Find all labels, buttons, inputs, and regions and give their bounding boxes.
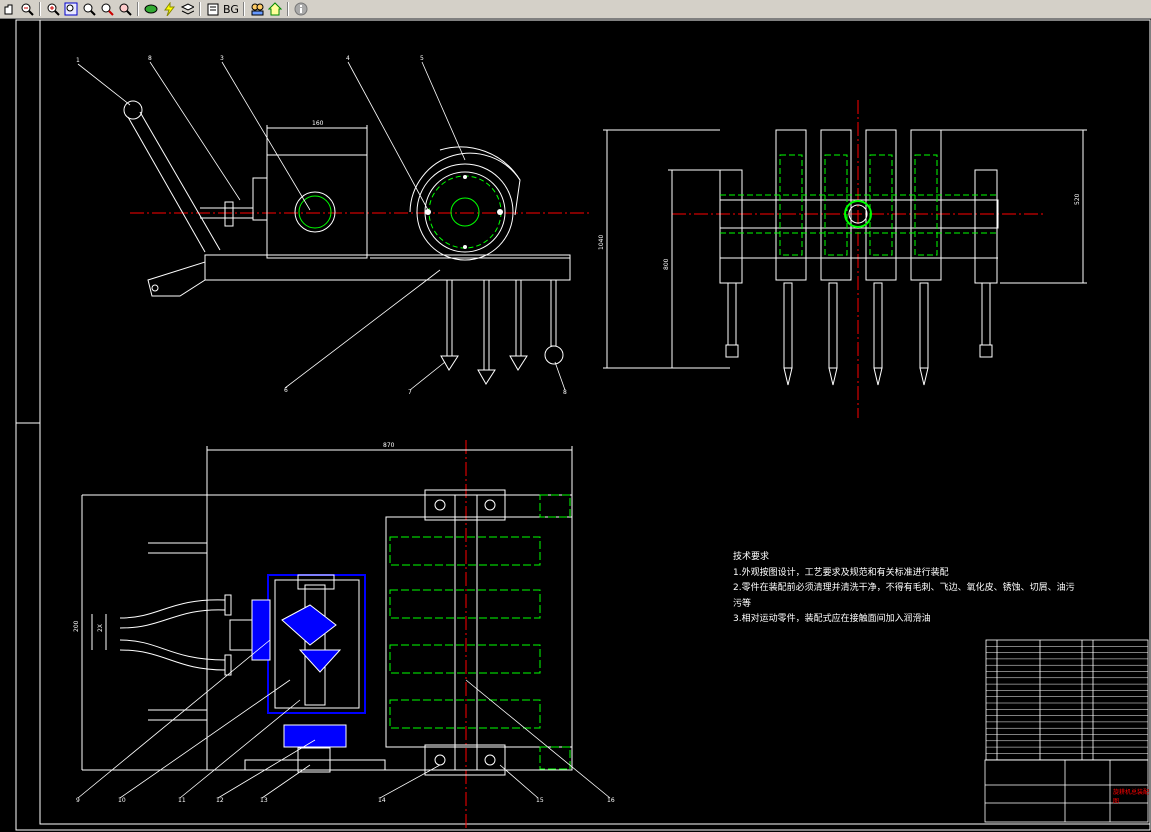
users-button[interactable] — [249, 1, 265, 17]
dim-front-inner: 800 — [663, 258, 670, 270]
notes-line-4: 3.相对运动零件，装配式应在接触面间加入润滑油 — [733, 614, 931, 624]
regen-icon — [144, 4, 158, 14]
callout-1: 1 — [76, 57, 80, 64]
callout-3: 3 — [220, 55, 224, 62]
home-icon — [268, 2, 282, 16]
callout-16: 16 — [607, 797, 615, 804]
toolbar-separator — [199, 2, 201, 16]
zoom-in-icon — [47, 3, 60, 16]
zoom-extents-button[interactable] — [117, 1, 133, 17]
callout-6: 6 — [284, 387, 288, 394]
dim-plan-left-inner: 2X — [97, 624, 104, 632]
callout-14: 14 — [378, 797, 386, 804]
zoom-window-icon — [64, 2, 78, 16]
lightning-icon — [164, 2, 176, 16]
technical-notes: 技术要求 1.外观按图设计，工艺要求及规范和有关标准进行装配 2.零件在装配前必… — [733, 550, 1075, 628]
toolbar-separator — [137, 2, 139, 16]
dim-front-right: 520 — [1074, 193, 1081, 205]
dim-plan-left-outer: 200 — [73, 620, 80, 632]
inner-frame — [39, 19, 1151, 825]
info-button[interactable] — [293, 1, 309, 17]
callout-15: 15 — [536, 797, 544, 804]
toolbar-separator — [287, 2, 289, 16]
callout-7: 7 — [408, 389, 412, 396]
cad-drawing-canvas[interactable]: 1 8 3 4 5 6 7 8 9 10 11 12 13 14 15 16 160 1040 800 520 870… — [0, 18, 1151, 832]
zoom-in-button[interactable] — [45, 1, 61, 17]
notes-line-1: 1.外观按图设计，工艺要求及规范和有关标准进行装配 — [733, 567, 949, 578]
layers-button[interactable] — [179, 1, 195, 17]
bill-of-materials — [984, 639, 1149, 823]
zoom-previous-icon — [101, 3, 114, 16]
print-button[interactable] — [205, 1, 221, 17]
zoom-out-icon — [21, 3, 34, 16]
title-block-name: 旋耕机总装配图 — [1113, 789, 1150, 805]
dim-plan-width: 870 — [383, 442, 395, 449]
zoom-realtime-icon — [83, 3, 96, 16]
lightning-button[interactable] — [161, 1, 177, 17]
callout-11: 11 — [178, 797, 186, 804]
dim-side-top: 160 — [312, 120, 324, 127]
bg-label: BG — [223, 2, 239, 16]
callout-5: 5 — [420, 55, 424, 62]
front-view — [603, 100, 1087, 418]
info-icon — [294, 2, 308, 16]
regen-button[interactable] — [143, 1, 159, 17]
pan-icon — [4, 4, 13, 15]
zoom-window-button[interactable] — [63, 1, 79, 17]
toolbar-separator — [243, 2, 245, 16]
dim-front-height: 1040 — [598, 235, 605, 250]
zoom-previous-button[interactable] — [99, 1, 115, 17]
zoom-realtime-button[interactable] — [81, 1, 97, 17]
zoom-extents-icon — [119, 3, 132, 16]
part-callouts: 1 8 3 4 5 6 7 8 9 10 11 12 13 14 15 16 — [76, 55, 615, 804]
callout-9: 9 — [76, 797, 80, 804]
viewer-toolbar: BG — [0, 0, 1151, 19]
notes-line-3: 污等 — [733, 598, 752, 609]
notes-line-2: 2.零件在装配前必须清理并清洗干净，不得有毛刺、飞边、氧化皮、锈蚀、切屑、油污 — [733, 583, 1075, 593]
callout-8: 8 — [563, 389, 567, 396]
callout-12: 12 — [216, 797, 224, 804]
dimension-labels: 160 1040 800 520 870 200 2X — [73, 120, 1081, 632]
home-button[interactable] — [267, 1, 283, 17]
callout-10: 10 — [118, 797, 126, 804]
plan-view — [77, 440, 611, 828]
callout-2: 8 — [148, 55, 152, 62]
callout-4: 4 — [346, 55, 350, 62]
side-view — [77, 61, 590, 391]
zoom-out-button[interactable] — [19, 1, 35, 17]
notes-title: 技术要求 — [733, 552, 770, 562]
outer-frame — [15, 19, 1151, 831]
toolbar-separator — [39, 2, 41, 16]
background-button[interactable]: BG — [223, 1, 239, 17]
pan-button[interactable] — [1, 1, 17, 17]
users-icon — [251, 3, 264, 16]
bom-rows — [986, 646, 1148, 760]
layers-icon — [180, 3, 194, 15]
print-icon — [207, 3, 219, 16]
callout-13: 13 — [260, 797, 268, 804]
